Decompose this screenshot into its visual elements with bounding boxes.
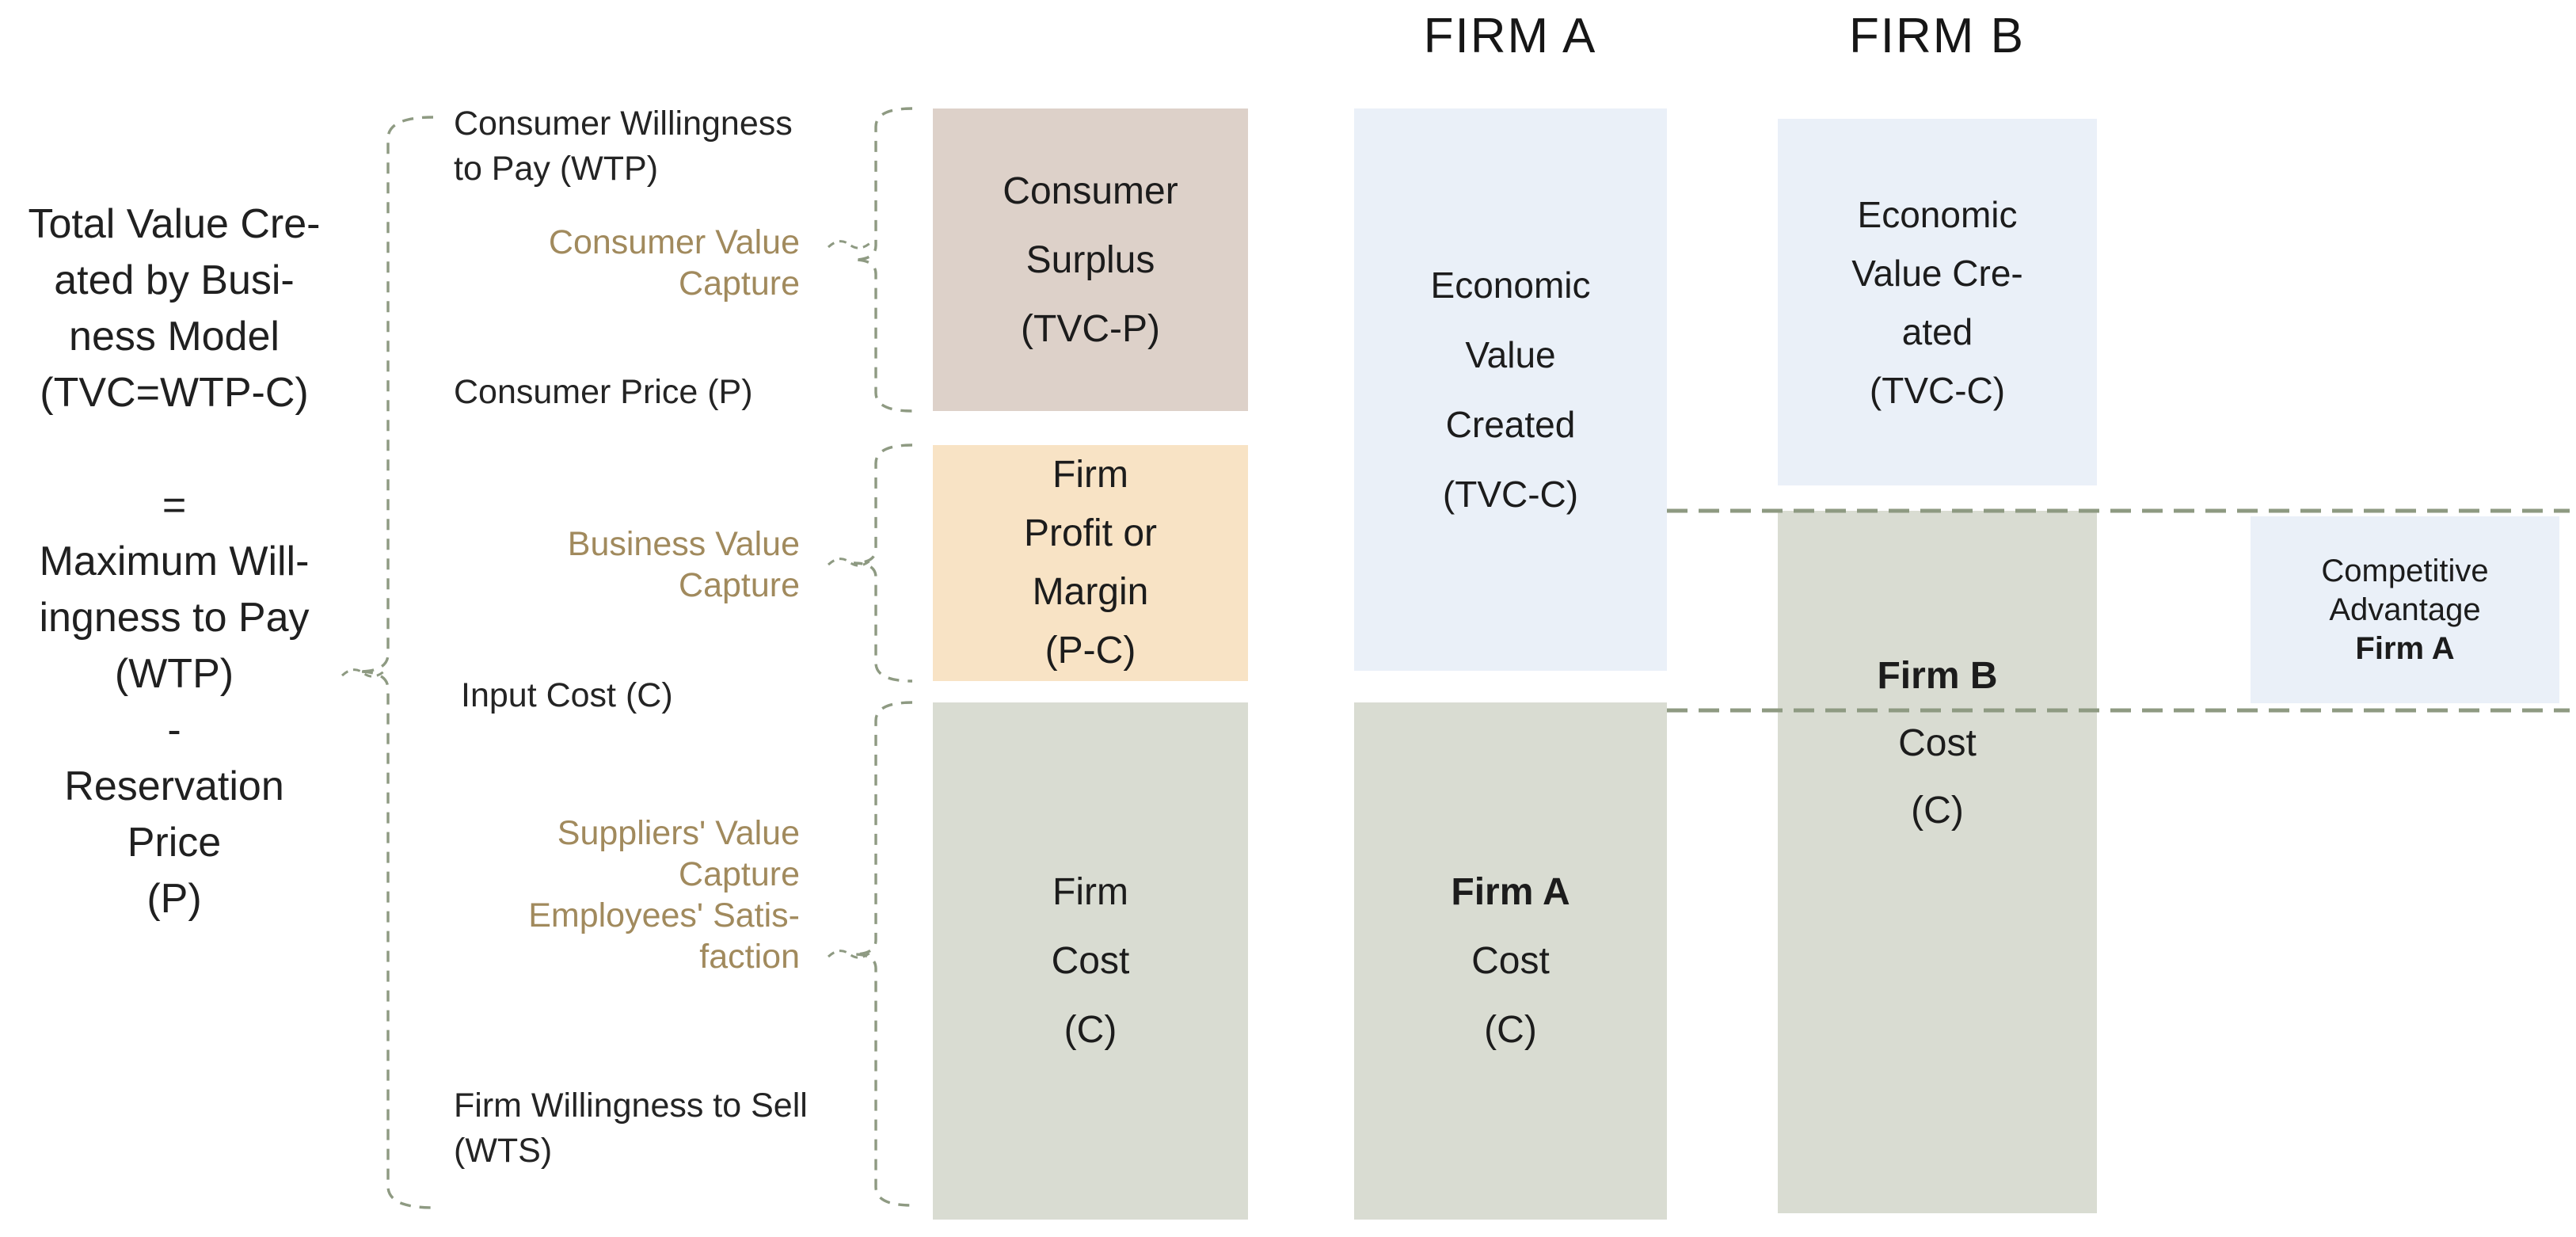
firm-b-cost-line1: Firm B <box>1877 655 1998 697</box>
equation-line: (WTP) <box>114 651 234 697</box>
firm-a-evc-line2: Value <box>1465 334 1556 375</box>
equation-line: Maximum Will- <box>39 539 310 584</box>
consumer-surplus-line1: Consumer <box>1003 169 1178 212</box>
firm-b-evc-line1: Economic <box>1857 193 2018 235</box>
total-value-brace <box>357 116 434 1209</box>
business-value-capture-line1: Business Value <box>567 525 800 563</box>
firm-cost-brace <box>853 701 913 1207</box>
firm-a-cost-box: Firm A Cost (C) <box>1354 702 1667 1220</box>
consumer-price-label: Consumer Price (P) <box>454 373 753 411</box>
consumer-capture-squiggle-connector <box>827 240 873 249</box>
firm-a-cost-line1: Firm A <box>1451 871 1570 913</box>
firm-profit-line4: (P-C) <box>1044 630 1136 672</box>
equation-line: (P) <box>146 876 202 922</box>
firm-b-economic-value-box: Economic Value Cre- ated (TVC-C) <box>1778 119 2097 485</box>
business-value-capture-line2: Capture <box>679 566 800 604</box>
firm-profit-line2: Profit or <box>1023 512 1158 554</box>
input-cost-label: Input Cost (C) <box>461 676 673 714</box>
competitive-advantage-line3: Firm A <box>2355 630 2455 666</box>
consumer-value-capture-line2: Capture <box>679 265 800 303</box>
firm-a-cost-line3: (C) <box>1484 1009 1537 1051</box>
firm-b-header: FIRM B <box>1848 9 2026 63</box>
firm-b-cost-line2: Cost <box>1898 722 1977 764</box>
equation-line: ated by Busi- <box>54 257 295 303</box>
firm-a-evc-line1: Economic <box>1430 265 1591 306</box>
firm-cost-box: Firm Cost (C) <box>933 702 1248 1220</box>
consumer-surplus-line2: Surplus <box>1025 238 1155 281</box>
consumer-value-capture-label: Consumer Value Capture <box>483 222 800 304</box>
competitive-advantage-line1: Competitive <box>2321 553 2489 588</box>
wts-label: Firm Willingness to Sell (WTS) <box>454 1083 808 1174</box>
consumer-surplus-box: Consumer Surplus (TVC-P) <box>933 108 1248 411</box>
wtp-label-line2: to Pay (WTP) <box>454 150 659 188</box>
firm-a-evc-line3: Created <box>1445 404 1576 445</box>
firm-b-evc-line3: ated <box>1901 310 1973 352</box>
wtp-label: Consumer Willingness to Pay (WTP) <box>454 101 793 192</box>
wts-label-line2: (WTS) <box>454 1132 553 1170</box>
competitive-advantage-line2: Advantage <box>2329 592 2481 627</box>
suppliers-value-capture-line4: faction <box>699 938 800 976</box>
firm-b-evc-line4: (TVC-C) <box>1869 369 2006 411</box>
consumer-surplus-brace <box>853 107 913 413</box>
competitive-advantage-box: Competitive Advantage Firm A <box>2251 516 2559 703</box>
equation-line: = <box>162 482 187 528</box>
equation-line: Total Value Cre- <box>28 201 321 247</box>
suppliers-value-capture-line1: Suppliers' Value <box>557 814 800 852</box>
firm-profit-brace <box>853 443 913 683</box>
firm-profit-box: Firm Profit or Margin (P-C) <box>933 445 1248 681</box>
suppliers-value-capture-label: Suppliers' Value Capture Employees' Sati… <box>483 813 800 977</box>
suppliers-capture-squiggle-connector <box>827 950 873 959</box>
business-value-capture-label: Business Value Capture <box>483 523 800 606</box>
business-capture-squiggle-connector <box>827 558 873 567</box>
firm-cost-line1: Firm <box>1052 871 1128 913</box>
firm-b-evc-line2: Value Cre- <box>1851 252 2023 294</box>
equation-line: Price <box>127 820 222 866</box>
firm-profit-line3: Margin <box>1032 571 1149 613</box>
firm-cost-line2: Cost <box>1051 940 1130 982</box>
firm-b-cost-line3: (C) <box>1911 790 1964 832</box>
firm-a-cost-line2: Cost <box>1471 940 1550 982</box>
equation-line <box>0 421 348 478</box>
wts-label-line1: Firm Willingness to Sell <box>454 1087 808 1125</box>
total-value-equation: Total Value Cre- ated by Busi- ness Mode… <box>0 196 348 927</box>
firm-a-header: FIRM A <box>1423 9 1597 63</box>
consumer-surplus-line3: (TVC-P) <box>1021 307 1160 350</box>
equation-line: Reservation <box>64 763 284 809</box>
equation-line: - <box>167 707 181 753</box>
firm-a-evc-line4: (TVC-C) <box>1442 474 1579 515</box>
suppliers-value-capture-line3: Employees' Satis- <box>528 896 800 934</box>
firm-b-cost-box: Firm B Cost (C) <box>1778 511 2097 1213</box>
firm-profit-line1: Firm <box>1052 454 1128 496</box>
consumer-value-capture-line1: Consumer Value <box>548 223 800 261</box>
firm-a-economic-value-box: Economic Value Created (TVC-C) <box>1354 108 1667 671</box>
total-value-squiggle-connector <box>341 668 387 678</box>
suppliers-value-capture-line2: Capture <box>679 855 800 893</box>
equation-line: (TVC=WTP-C) <box>40 370 309 416</box>
equation-line: ingness to Pay <box>39 595 310 641</box>
firm-cost-line3: (C) <box>1064 1009 1117 1051</box>
equation-line: ness Model <box>69 314 280 360</box>
wtp-label-line1: Consumer Willingness <box>454 105 793 143</box>
